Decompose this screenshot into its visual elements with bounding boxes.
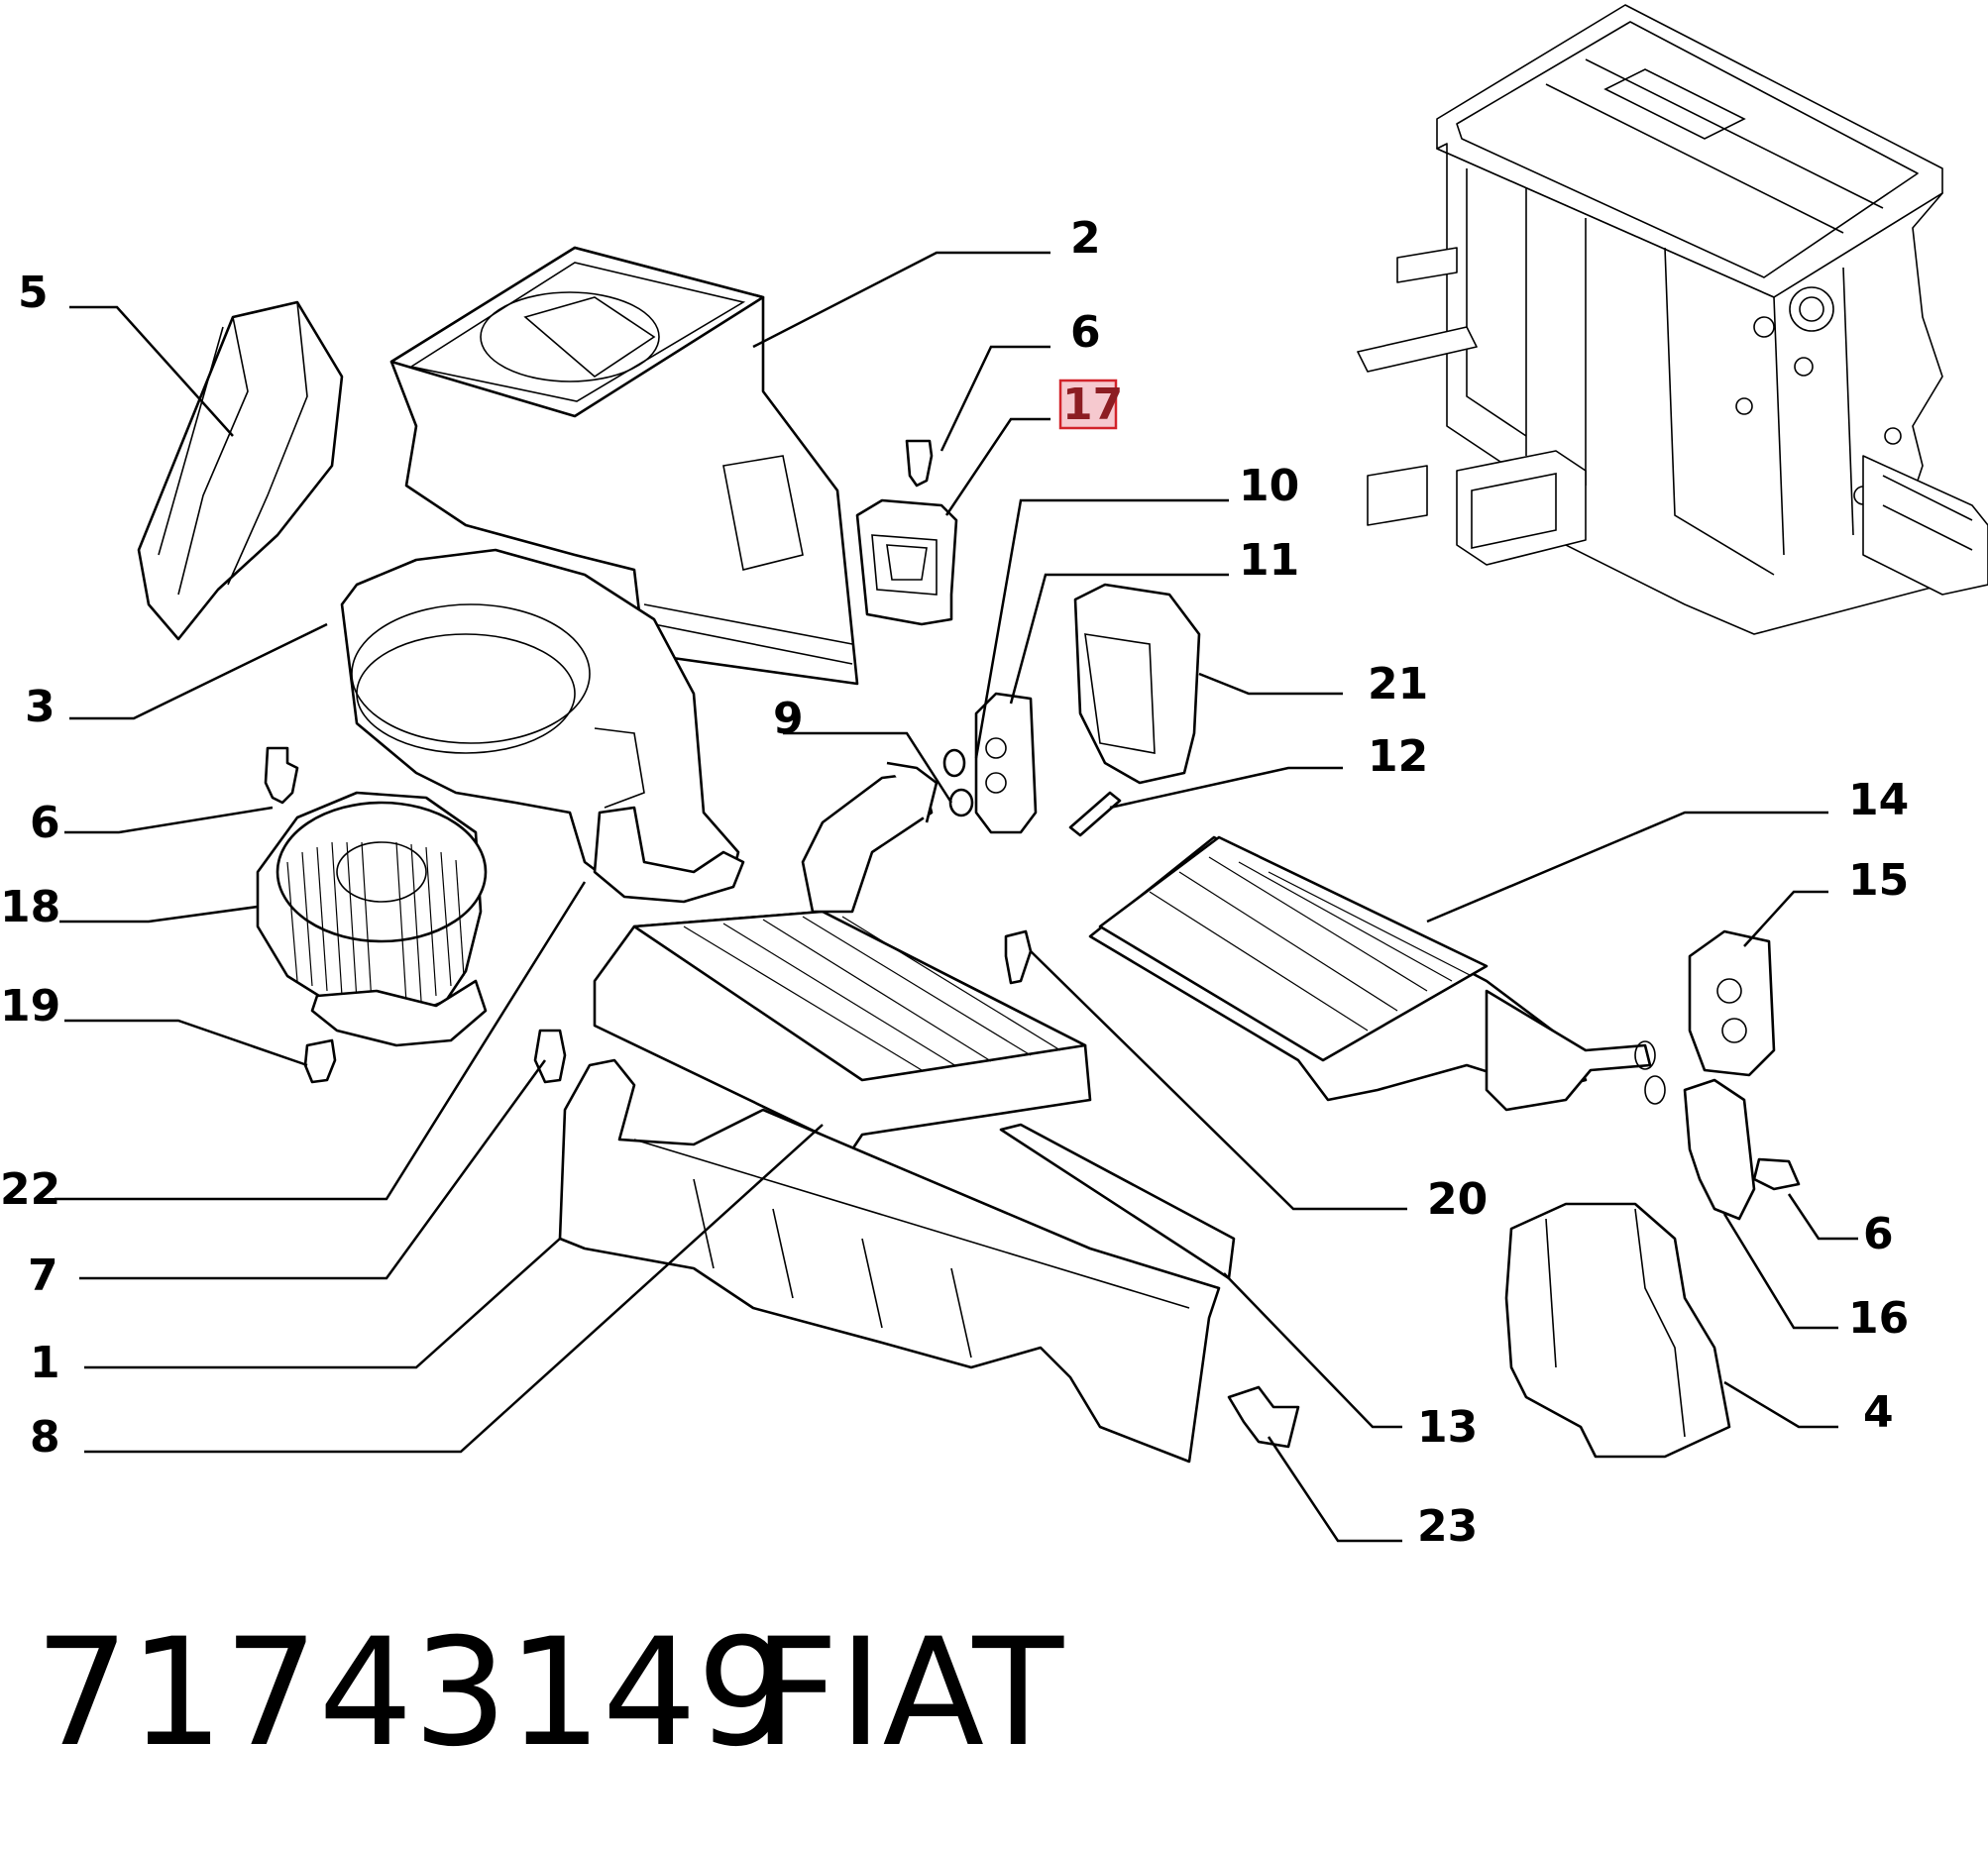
callout-8: 8 bbox=[30, 1412, 60, 1463]
part-9-o-ring bbox=[948, 788, 974, 817]
part-20-temperature-sensor bbox=[1004, 929, 1033, 985]
callout-11: 11 bbox=[1239, 535, 1299, 586]
part-6-screw-top bbox=[905, 439, 934, 488]
part-21-valve-cover bbox=[1073, 583, 1201, 785]
callout-5: 5 bbox=[18, 268, 49, 318]
callout-23: 23 bbox=[1417, 1501, 1478, 1552]
part-number: 71743149 bbox=[35, 1607, 791, 1780]
part-5-filter-cover bbox=[137, 300, 344, 641]
callout-15: 15 bbox=[1848, 855, 1909, 906]
part-16-bracket bbox=[1683, 1078, 1756, 1221]
leader-lines bbox=[55, 251, 1858, 1543]
callout-6: 6 bbox=[30, 798, 60, 848]
callout-4: 4 bbox=[1863, 1387, 1894, 1438]
callout-3: 3 bbox=[25, 682, 55, 732]
part-8-evaporator bbox=[593, 761, 1092, 1151]
callout-2: 2 bbox=[1070, 213, 1101, 264]
part-3-blower-scroll-housing bbox=[340, 548, 745, 904]
callout-17-highlight bbox=[1058, 379, 1118, 430]
part-14-heater-core bbox=[1088, 835, 1666, 1112]
callout-21: 21 bbox=[1368, 659, 1428, 709]
callout-16: 16 bbox=[1848, 1293, 1909, 1344]
part-4-side-cover bbox=[1504, 1202, 1731, 1459]
part-18-blower-motor-fan bbox=[256, 791, 488, 1047]
callout-14: 14 bbox=[1848, 775, 1909, 825]
part-2-blower-housing-upper bbox=[389, 246, 859, 686]
callout-labels: 5 2 6 17 10 11 3 9 21 12 6 14 15 18 19 2… bbox=[0, 213, 1909, 1552]
callout-19: 19 bbox=[0, 981, 60, 1032]
part-6-screw-left bbox=[264, 746, 299, 805]
part-10-o-ring bbox=[942, 748, 966, 778]
callout-7: 7 bbox=[28, 1251, 58, 1301]
callout-17: 17 bbox=[1062, 380, 1123, 430]
part-11-expansion-valve bbox=[974, 692, 1038, 834]
callout-18: 18 bbox=[0, 882, 60, 932]
callout-9: 9 bbox=[773, 694, 804, 744]
callout-20: 20 bbox=[1427, 1174, 1488, 1225]
part-19-screw bbox=[303, 1038, 337, 1084]
part-13-seal-strip bbox=[999, 1123, 1236, 1280]
part-7-screw bbox=[533, 1029, 567, 1084]
part-15-grommet bbox=[1688, 929, 1776, 1077]
part-12-bolt bbox=[1068, 791, 1122, 837]
callout-6: 6 bbox=[1070, 307, 1101, 358]
callout-1: 1 bbox=[30, 1338, 60, 1388]
part-6-screw-right bbox=[1752, 1157, 1801, 1191]
part-17-blower-resistor bbox=[855, 498, 958, 626]
callout-10: 10 bbox=[1239, 461, 1299, 511]
brand-name: FIAT bbox=[753, 1607, 1064, 1780]
assembled-hvac-unit-illustration bbox=[1357, 4, 1988, 635]
part-1-lower-housing bbox=[558, 1058, 1221, 1464]
callout-12: 12 bbox=[1368, 731, 1428, 782]
callout-6: 6 bbox=[1863, 1209, 1894, 1259]
callout-13: 13 bbox=[1417, 1402, 1478, 1453]
part-23-push-clip bbox=[1227, 1385, 1300, 1449]
callout-22: 22 bbox=[0, 1164, 60, 1215]
